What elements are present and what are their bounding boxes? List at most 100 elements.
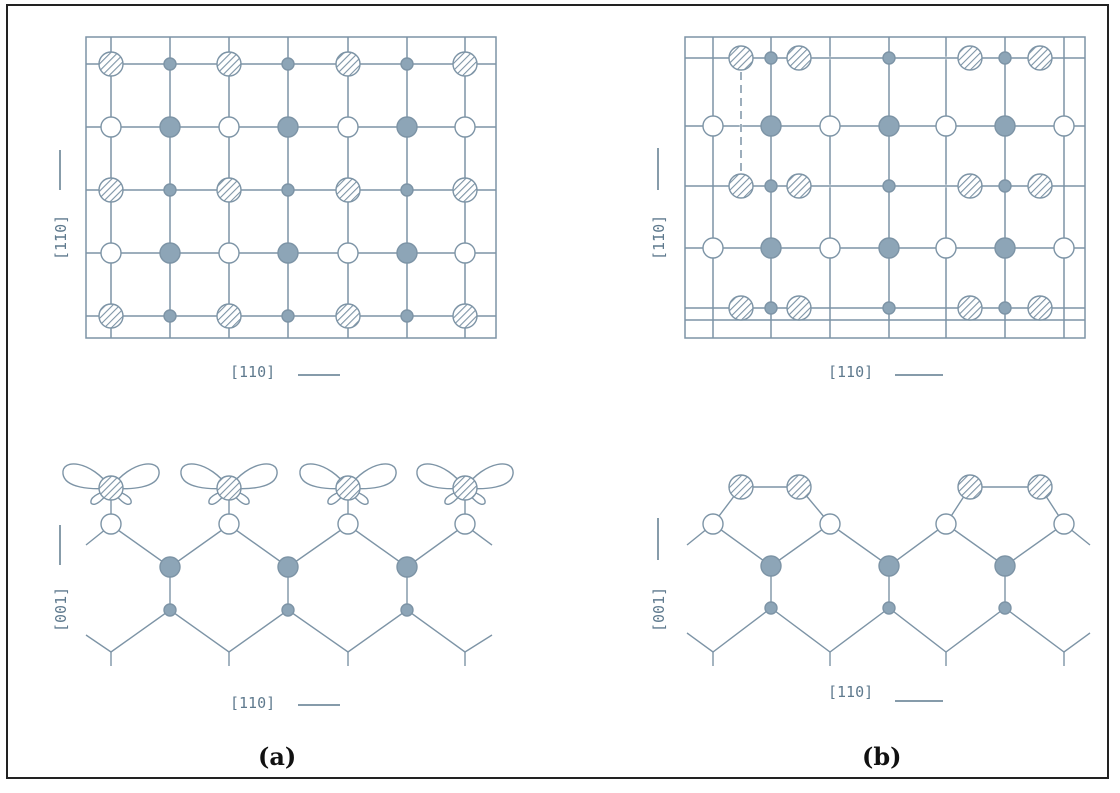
surface-atom (452, 51, 478, 77)
second-layer-atom (337, 116, 359, 138)
surface-atom (1027, 173, 1053, 199)
surface-atom (957, 474, 983, 500)
surface-atom (786, 45, 812, 71)
panel-a-label: (a) (258, 742, 297, 771)
surface-atom (98, 303, 124, 329)
surface-atom (786, 295, 812, 321)
bulk-atom (764, 179, 778, 193)
bulk-atom (159, 116, 181, 138)
surface-atom (452, 303, 478, 329)
orbital-lobe (464, 463, 514, 490)
bulk-atom (159, 556, 181, 578)
second-layer-atom (337, 513, 359, 535)
second-layer-atom (454, 116, 476, 138)
bulk-atom (400, 603, 414, 617)
bulk-atom (998, 179, 1012, 193)
bulk-atom (281, 309, 295, 323)
bulk-atom (998, 601, 1012, 615)
second-layer-atom (100, 513, 122, 535)
second-layer-atom (935, 115, 957, 137)
panel-b-top-atoms (702, 45, 1075, 321)
second-layer-atom (454, 242, 476, 264)
orbital-lobe (347, 463, 397, 490)
surface-atom (335, 51, 361, 77)
bulk-atom (994, 555, 1016, 577)
second-layer-atom (218, 116, 240, 138)
bulk-atom (396, 242, 418, 264)
surface-atom (98, 475, 124, 501)
bulk-atom (882, 601, 896, 615)
panel-b-top-frame (684, 36, 1086, 339)
bulk-atom (882, 51, 896, 65)
surface-atom (216, 475, 242, 501)
second-layer-atom (935, 513, 957, 535)
panel-a-dangling-bond-orbitals (62, 463, 514, 505)
panel-a-side-bonds (85, 500, 493, 666)
second-layer-atom (218, 242, 240, 264)
panel-b-top-x-axis-label: [110] (828, 363, 873, 381)
bulk-atom (998, 51, 1012, 65)
orbital-lobe (110, 463, 160, 490)
panel-b-side-atoms (702, 474, 1075, 615)
bulk-atom (277, 242, 299, 264)
figure-frame (6, 4, 1109, 779)
bulk-atom (994, 237, 1016, 259)
bulk-atom (760, 555, 782, 577)
surface-atom (452, 475, 478, 501)
surface-atom (335, 475, 361, 501)
orbital-lobe (62, 463, 112, 490)
orbital-lobe (180, 463, 230, 490)
bulk-atom (159, 242, 181, 264)
bulk-atom (281, 603, 295, 617)
surface-atom (335, 303, 361, 329)
bulk-atom (998, 301, 1012, 315)
panel-b-side-y-axis-label: [001] (650, 587, 668, 632)
panel-a-top-x-axis-label: [110] (230, 363, 275, 381)
bulk-atom (760, 115, 782, 137)
bulk-atom (764, 301, 778, 315)
bulk-atom (277, 116, 299, 138)
bulk-atom (400, 183, 414, 197)
surface-atom (957, 45, 983, 71)
surface-atom (1027, 295, 1053, 321)
bulk-atom (760, 237, 782, 259)
panel-b-top-y-axis-label: [1̄10] (650, 215, 668, 260)
bulk-atom (878, 555, 900, 577)
bulk-atom (163, 603, 177, 617)
bulk-atom (400, 57, 414, 71)
second-layer-atom (702, 115, 724, 137)
surface-atom (957, 173, 983, 199)
bulk-atom (277, 556, 299, 578)
second-layer-atom (819, 115, 841, 137)
panel-a-top-y-axis-label: [1̄10] (52, 215, 70, 260)
panel-a-top-atoms (98, 51, 478, 329)
surface-atom (786, 173, 812, 199)
surface-atom (216, 177, 242, 203)
bulk-atom (396, 116, 418, 138)
surface-atom (1027, 45, 1053, 71)
surface-atom (728, 45, 754, 71)
panel-a-side-atoms (98, 475, 478, 617)
bulk-atom (882, 179, 896, 193)
bulk-atom (882, 301, 896, 315)
panel-b-label: (b) (862, 742, 902, 771)
second-layer-atom (819, 237, 841, 259)
second-layer-atom (702, 237, 724, 259)
bulk-atom (281, 183, 295, 197)
second-layer-atom (702, 513, 724, 535)
bulk-atom (163, 183, 177, 197)
bulk-atom (396, 556, 418, 578)
panel-a-top-frame (85, 36, 497, 339)
surface-atom (216, 303, 242, 329)
bulk-atom (878, 115, 900, 137)
surface-atom (957, 295, 983, 321)
surface-atom (728, 295, 754, 321)
second-layer-atom (337, 242, 359, 264)
orbital-lobe (416, 463, 466, 490)
orbital-lobe (299, 463, 349, 490)
surface-atom (335, 177, 361, 203)
surface-atom (728, 173, 754, 199)
surface-atom (786, 474, 812, 500)
